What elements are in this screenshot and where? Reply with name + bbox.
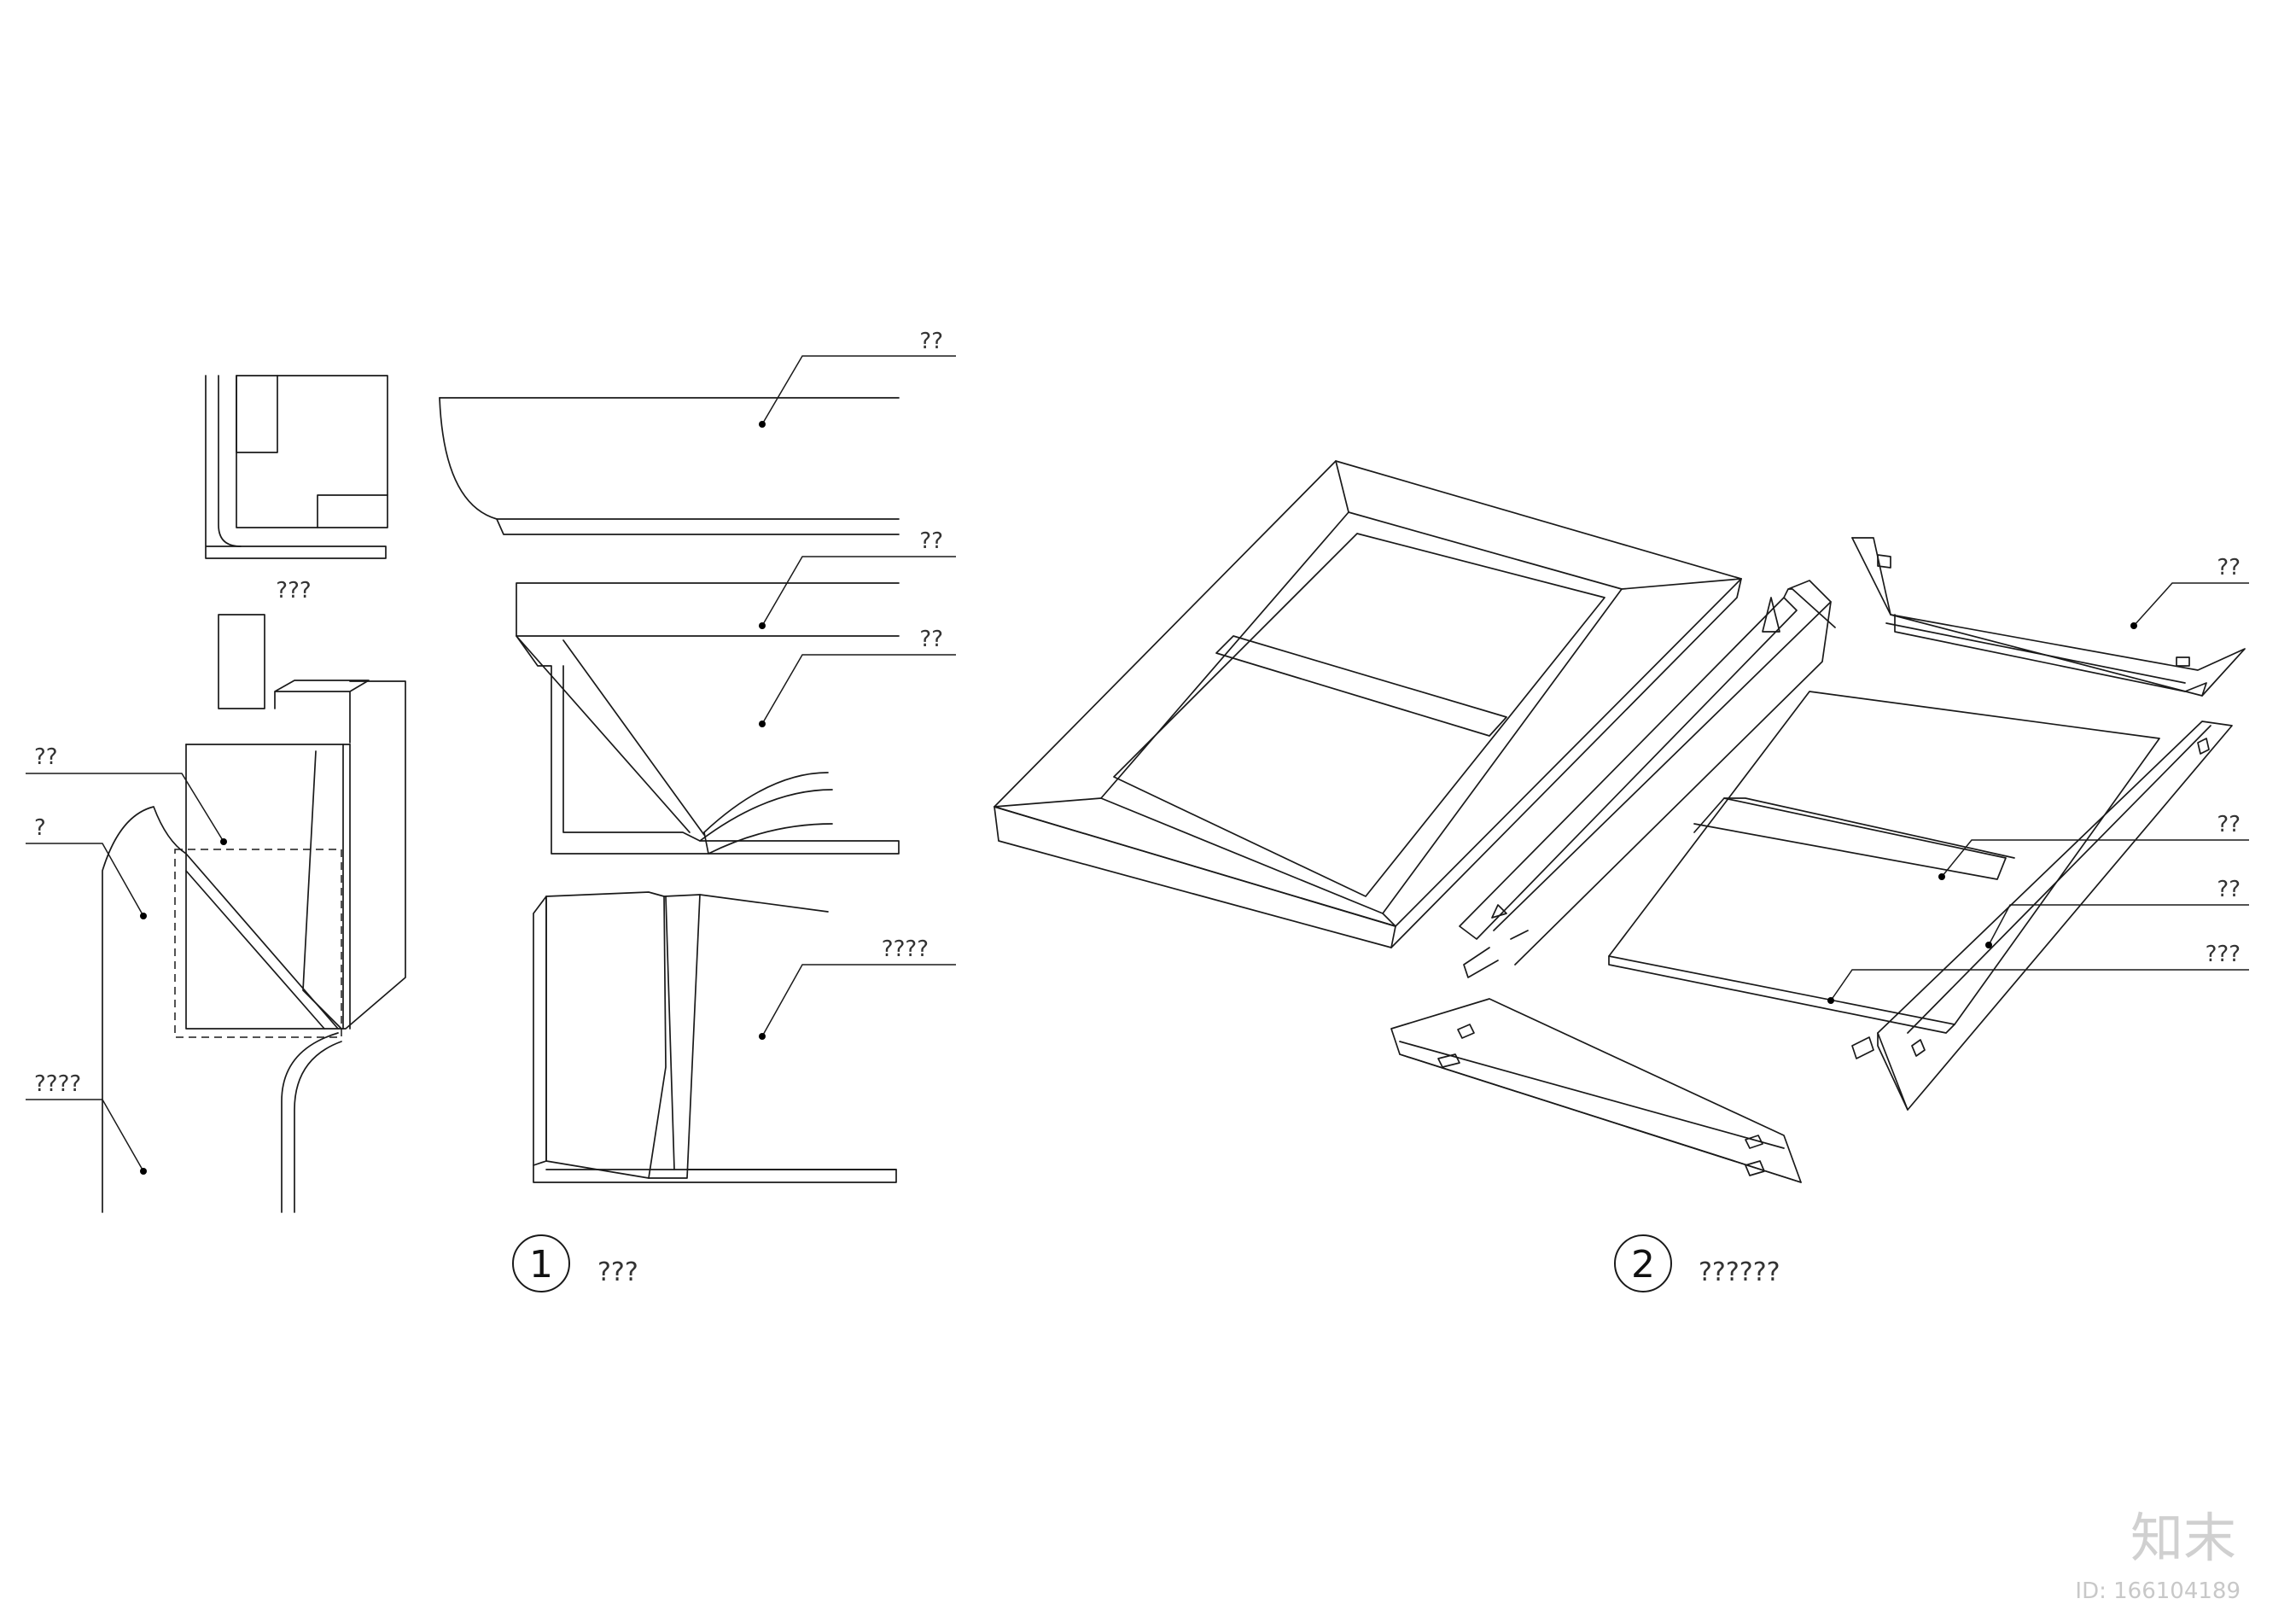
label-left-lower: ???? — [34, 1071, 81, 1097]
plan-view-label: ??? — [276, 578, 311, 604]
figure-2-caption: ?????? — [1699, 1257, 1780, 1287]
leader-left-lower — [26, 1099, 147, 1175]
label-bottom-right: ???? — [882, 936, 929, 962]
figure-1-marker: 1 — [512, 1234, 570, 1292]
figure-2-marker: 2 — [1614, 1234, 1672, 1292]
label-exp-a: ?? — [2217, 555, 2241, 581]
leader-left-middle — [26, 843, 147, 919]
watermark-id: ID: 166104189 — [2075, 1578, 2241, 1604]
leader-exp-d — [1827, 969, 2249, 1004]
label-exp-c: ?? — [2217, 877, 2241, 902]
exploded-bottom-rail — [1390, 998, 1802, 1183]
bracket-profile — [516, 582, 900, 855]
assembled-panel — [994, 460, 1742, 948]
leader-bottom-right — [759, 964, 956, 1040]
figure-1-number: 1 — [529, 1243, 553, 1287]
leader-exp-b — [1938, 839, 2249, 880]
figure-1-caption: ??? — [597, 1257, 638, 1287]
leader-exp-a — [2130, 582, 2249, 629]
leader-top-c — [759, 654, 956, 727]
exploded-inner-panel — [1608, 691, 2160, 1034]
exploded-top-rail — [1851, 537, 2246, 697]
label-top-b: ?? — [919, 528, 943, 554]
label-exp-d: ??? — [2206, 942, 2241, 967]
leader-top-b — [759, 556, 956, 629]
cornice-profile — [439, 397, 900, 535]
figure-2-number: 2 — [1631, 1243, 1655, 1287]
label-exp-b: ?? — [2217, 812, 2241, 837]
label-top-a: ?? — [919, 329, 943, 354]
label-top-c: ?? — [919, 627, 943, 652]
leader-top-a — [759, 355, 956, 428]
watermark-logo: 知末 — [2130, 1507, 2236, 1569]
leader-left-upper — [26, 773, 227, 845]
exploded-side-rail — [1459, 580, 1836, 978]
panel-frame-profile — [533, 891, 897, 1183]
plan-view-detail — [205, 375, 388, 559]
label-left-middle: ? — [34, 815, 46, 841]
leader-exp-c — [1985, 904, 2249, 948]
label-left-upper: ?? — [34, 744, 58, 770]
exploded-stile — [1851, 721, 2233, 1111]
corner-post-detail — [102, 614, 406, 1213]
